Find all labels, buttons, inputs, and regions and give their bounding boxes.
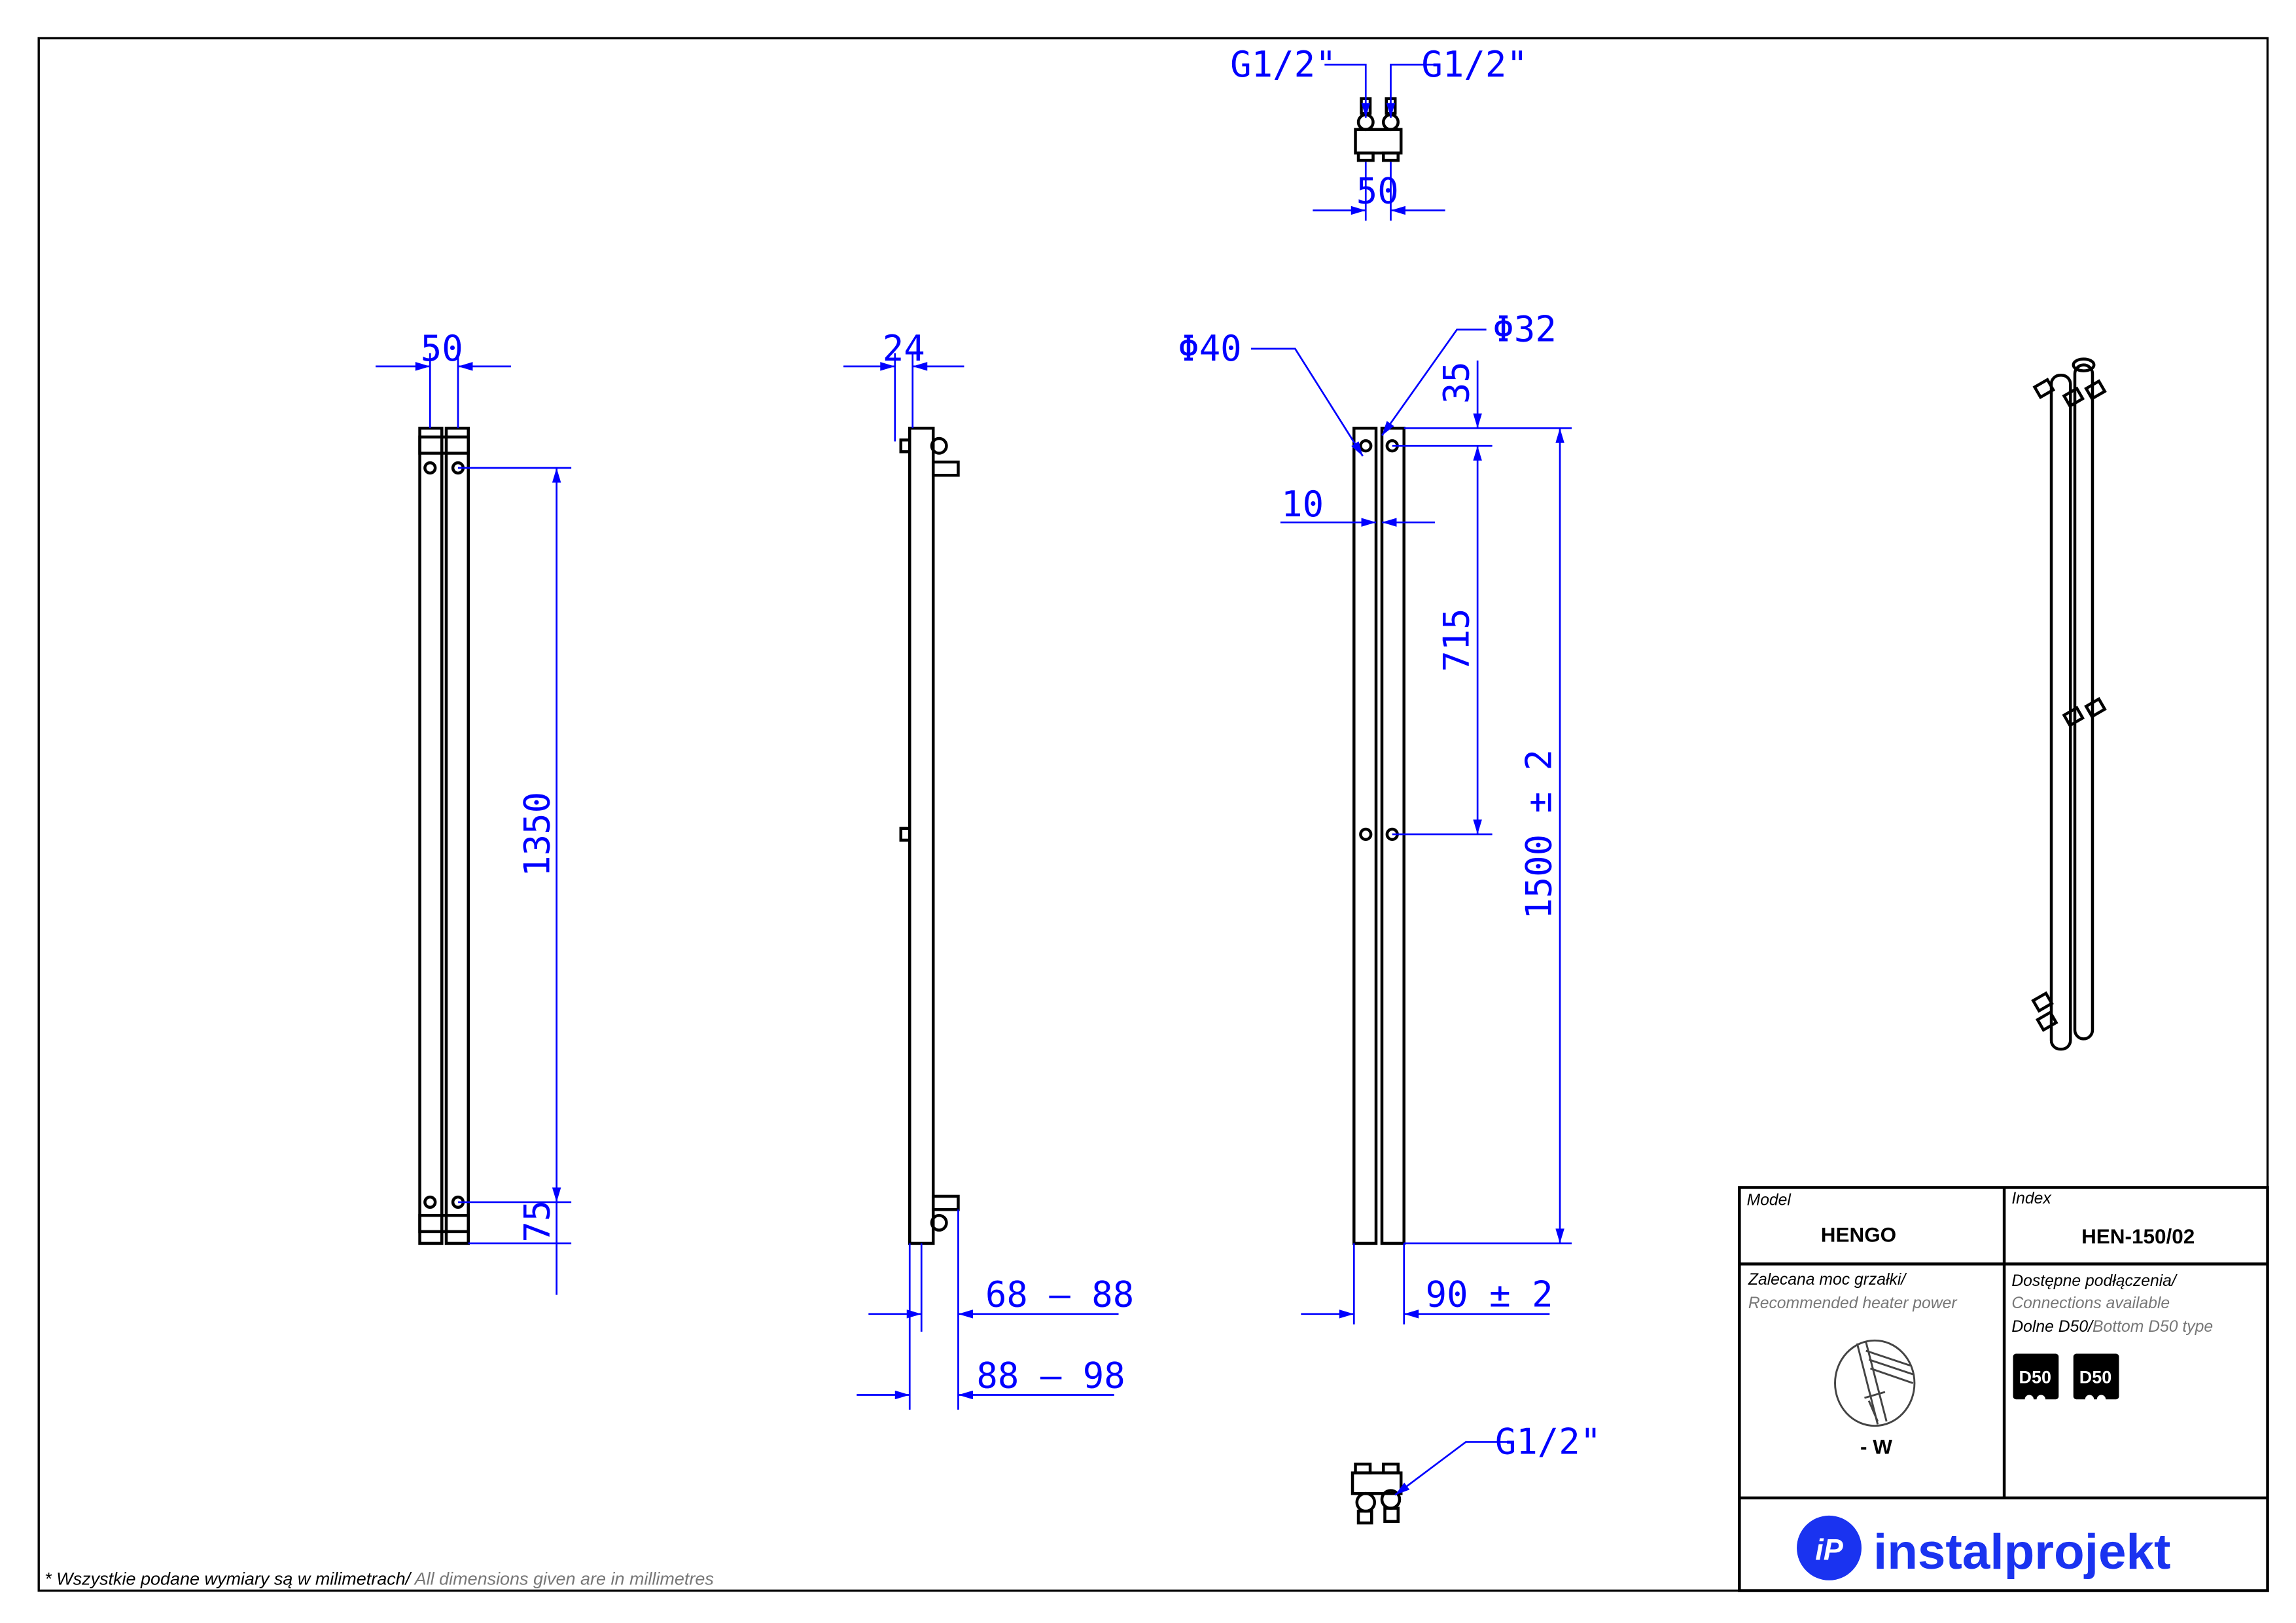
- front-width-dim: 50: [421, 328, 463, 369]
- top-connection-view: G1/2" G1/2" 50: [1230, 44, 1528, 221]
- wall-distance-1-dim: 68 – 88: [985, 1274, 1134, 1315]
- model-value: HENGO: [1821, 1224, 1896, 1247]
- spacing-dim: 715: [1436, 608, 1477, 671]
- front-bottom-dim: 75: [516, 1200, 557, 1243]
- svg-text:D50: D50: [2019, 1368, 2051, 1387]
- connections-label-pl: Dostępne podłączenia/: [2011, 1272, 2178, 1290]
- drawing-frame: [37, 37, 2269, 1592]
- front-height-dim: 1350: [516, 792, 557, 877]
- side-depth-dim: 24: [883, 328, 925, 369]
- heater-label-pl: Zalecana moc grzałki/: [1748, 1271, 1907, 1289]
- heater-value: - W: [1860, 1435, 1892, 1458]
- title-block: Model HENGO Index HEN-150/02 Zalecana mo…: [1738, 1186, 2269, 1592]
- total-height-dim: 1500 ± 2: [1519, 749, 1560, 919]
- d50-badge-1: D50: [2013, 1353, 2059, 1404]
- heater-icon: [1834, 1339, 1916, 1427]
- diameter-40-label: Φ40: [1178, 328, 1241, 369]
- top-spacing-dim: 50: [1356, 170, 1399, 211]
- front-view: 50 1350 75: [376, 328, 572, 1295]
- gap-dim: 10: [1281, 484, 1324, 525]
- top-offset-dim: 35: [1436, 361, 1477, 404]
- top-thread-left: G1/2": [1230, 44, 1336, 85]
- index-value: HEN-150/02: [2081, 1225, 2195, 1248]
- connections-type: Dolne D50/Bottom D50 type: [2011, 1318, 2213, 1336]
- instalprojekt-logo: iP instalprojekt: [1797, 1515, 2170, 1580]
- d50-badge-2: D50: [2073, 1353, 2119, 1404]
- side-view: 24 68 – 88 88 – 98: [843, 328, 1134, 1410]
- axis-spacing-dim: 90 ± 2: [1426, 1274, 1553, 1315]
- index-label: Index: [2011, 1190, 2052, 1207]
- rear-view: Φ40 Φ32 35 715 1500 ± 2 10 90 ± 2: [1178, 309, 1572, 1325]
- wall-distance-2-dim: 88 – 98: [976, 1355, 1125, 1396]
- diameter-32-label: Φ32: [1492, 309, 1556, 350]
- model-label: Model: [1747, 1191, 1792, 1209]
- heater-label-en: Recommended heater power: [1748, 1294, 1958, 1312]
- footnote: * Wszystkie podane wymiary są w milimetr…: [44, 1569, 714, 1589]
- top-thread-right: G1/2": [1421, 44, 1527, 85]
- bottom-thread-label: G1/2": [1495, 1421, 1601, 1462]
- connections-label-en: Connections available: [2011, 1294, 2170, 1312]
- isometric-view: [2031, 357, 2107, 1051]
- brand-name: instalprojekt: [1873, 1524, 2170, 1580]
- bottom-connection-view: G1/2": [1351, 1421, 1601, 1525]
- svg-text:iP: iP: [1815, 1533, 1843, 1566]
- svg-text:D50: D50: [2079, 1368, 2111, 1387]
